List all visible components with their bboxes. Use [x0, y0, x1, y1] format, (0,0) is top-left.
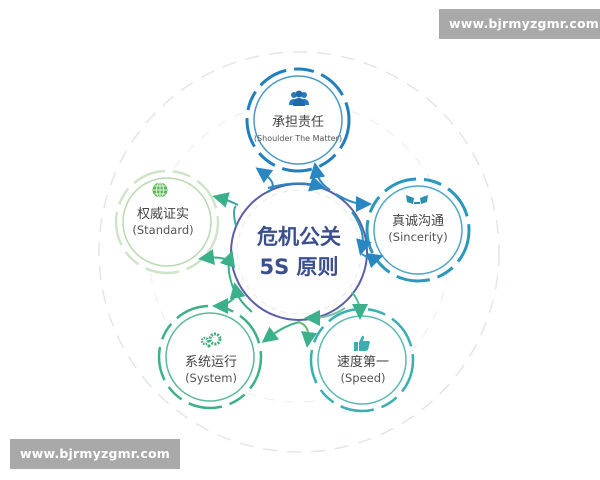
watermark-bottom: www.bjrmyzgmr.com: [10, 439, 180, 469]
node-title: 承担责任: [271, 115, 324, 130]
node-sincerity: 真诚沟通 (Sincerity): [388, 213, 447, 245]
globe-icon: [151, 181, 169, 203]
node-title: 速度第一: [336, 355, 390, 370]
people-icon: [288, 90, 310, 110]
thumbs-up-icon: [353, 334, 371, 356]
node-shoulder: 承担责任 (Shoulder The Matter): [254, 114, 342, 146]
handshake-icon: [405, 192, 429, 212]
center-title: 危机公关 5S 原则: [257, 222, 341, 282]
node-subtitle: (Standard): [132, 223, 194, 237]
node-standard-circle: [114, 169, 220, 275]
node-title: 真诚沟通: [391, 214, 444, 229]
node-subtitle: (Shoulder The Matter): [253, 134, 343, 143]
center-title-line2: 5S 原则: [259, 255, 339, 279]
outer-dashed-ring: [98, 51, 500, 453]
node-subtitle: (Sincerity): [388, 230, 448, 244]
center-title-line1: 危机公关: [257, 225, 341, 249]
node-subtitle: (System): [185, 371, 237, 385]
node-title: 权威证实: [136, 207, 190, 222]
watermark-top: www.bjrmyzgmr.com: [439, 9, 600, 39]
node-speed: 速度第一 (Speed): [337, 354, 389, 386]
node-title: 系统运行: [184, 355, 238, 370]
node-system-circle: [157, 304, 263, 410]
node-standard: 权威证实 (Standard): [132, 206, 193, 238]
node-sincerity-circle: [365, 177, 471, 283]
node-shoulder-circle: [245, 67, 351, 173]
gears-icon: [200, 331, 222, 353]
node-system: 系统运行 (System): [185, 354, 237, 386]
node-subtitle: (Speed): [340, 371, 386, 385]
